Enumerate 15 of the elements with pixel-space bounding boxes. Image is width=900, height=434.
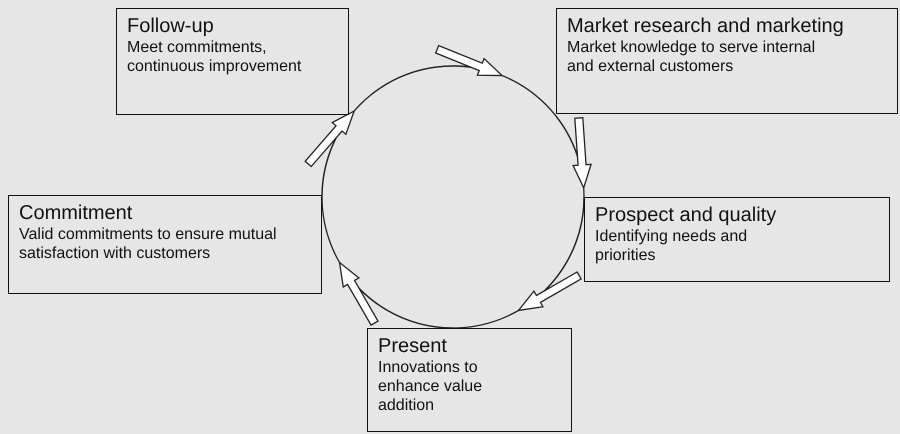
step-title: Present [378, 334, 448, 358]
step-description: Market knowledge to serve internal and external customers [567, 38, 816, 76]
step-title: Prospect and quality [595, 203, 778, 227]
step-box [584, 197, 890, 282]
step-box [8, 195, 322, 294]
step-box [367, 328, 572, 432]
step-description: Innovations to enhance value addition [378, 358, 484, 416]
step-title: Commitment [19, 201, 134, 225]
step-box [116, 8, 349, 115]
step-description: Meet commitments, continuous improvement [127, 38, 302, 76]
step-title: Market research and marketing [567, 14, 845, 38]
step-description: Valid commitments to ensure mutual satisfaction with customers [19, 225, 278, 264]
step-box [556, 8, 898, 114]
step-title: Follow-up [127, 14, 215, 38]
step-description: Identifying needs and priorities [595, 227, 748, 266]
